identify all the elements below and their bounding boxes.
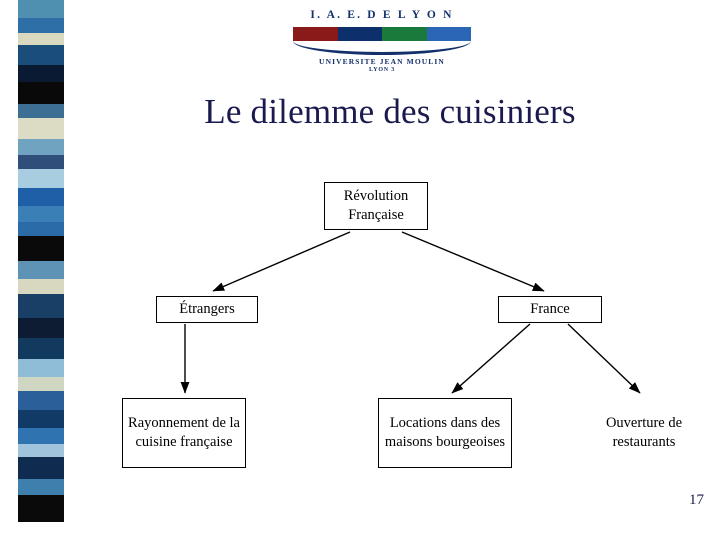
strip-band [18,390,64,411]
strip-band [18,188,64,207]
strip-band [18,17,64,34]
strip-band [18,261,64,279]
strip-band [18,522,64,540]
page-title: Le dilemme des cuisiniers [204,92,576,131]
diagram-node-france: France [498,296,602,323]
logo-subtitle: UNIVERSITE JEAN MOULIN [319,57,445,66]
iae-lyon-logo: I. A. E. D E L Y O N UNIVERSITE JEAN MOU… [282,8,482,76]
logo-color-bars [293,27,471,41]
logo-title: I. A. E. D E L Y O N [310,9,454,21]
strip-band [18,235,64,262]
logo-bar [293,27,338,41]
diagram-node-ouverture: Ouverture de restaurants [592,398,696,468]
strip-band [18,221,64,236]
page-number: 17 [689,492,704,508]
strip-band [18,427,64,444]
diagram-node-etrangers: Étrangers [156,296,258,323]
decorative-color-strip [18,0,64,540]
strip-band [18,359,64,377]
strip-band [18,410,64,428]
diagram-node-locations: Locations dans des maisons bourgeoises [378,398,512,468]
strip-band [18,318,64,338]
strip-band [18,117,64,140]
diagram-node-rayonnement: Rayonnement de la cuisine française [122,398,246,468]
strip-band [18,206,64,222]
strip-band [18,478,64,495]
logo-subtitle-secondary: LYON 3 [368,67,396,73]
strip-band [18,155,64,169]
strip-band [18,337,64,360]
logo-bar [426,27,471,41]
strip-band [18,0,64,18]
strip-band [18,45,64,65]
strip-band [18,294,64,318]
strip-band [18,82,64,105]
strip-band [18,168,64,189]
strip-band [18,278,64,295]
strip-band [18,457,64,479]
strip-band [18,139,64,156]
logo-bar [337,27,382,41]
strip-band [18,443,64,458]
strip-band [18,376,64,391]
strip-band [18,64,64,83]
logo-bar [382,27,427,41]
diagram-node-revolution: Révolution Française [324,182,428,230]
strip-band [18,33,64,46]
logo-swoosh [293,41,471,55]
strip-band [18,104,64,118]
strip-band [18,494,64,523]
